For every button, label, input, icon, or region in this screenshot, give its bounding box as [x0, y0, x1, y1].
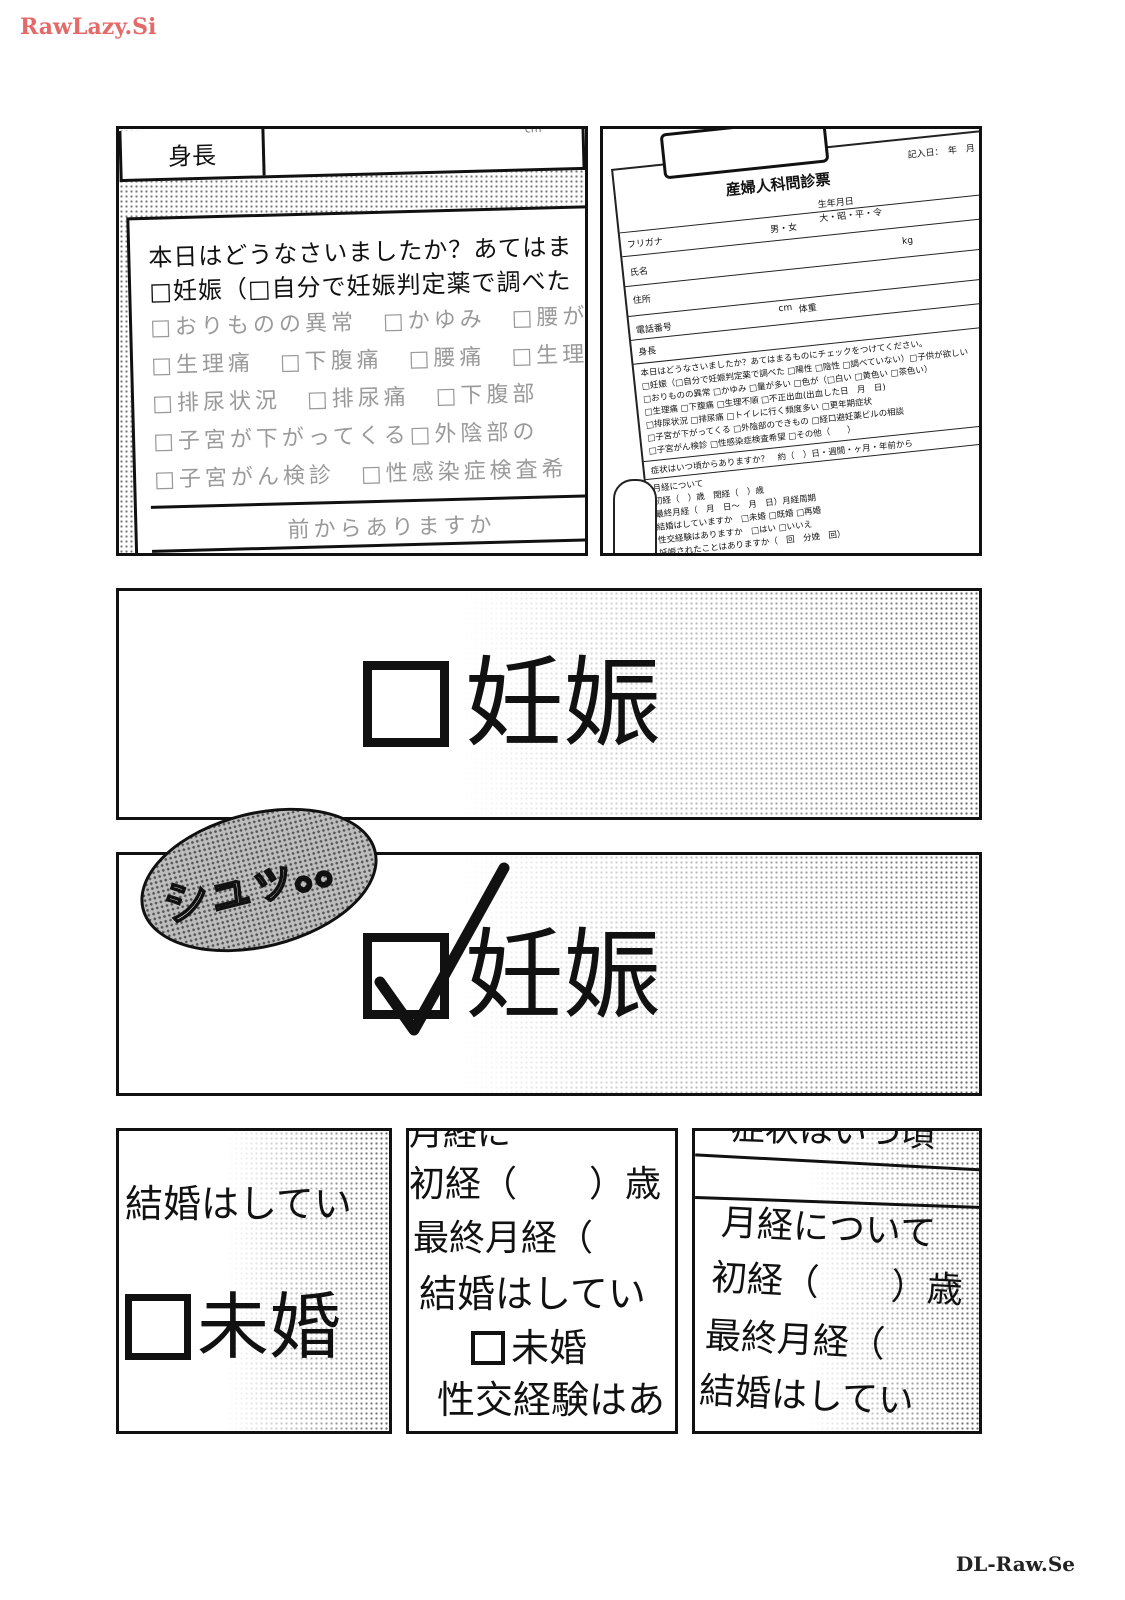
panel-symptom-onset: 症状はいつ頃 月経について 初経（ ）歳 最終月経（ 結婚はしてい [692, 1128, 982, 1434]
questionnaire-title: 産婦人科問診票 [724, 170, 832, 200]
pregnancy-text: 妊娠 [465, 919, 662, 1033]
first-period-line: 初経（ ）歳 [710, 1257, 964, 1312]
unmarried-text: 未婚 [197, 1285, 342, 1369]
row-label-name: 氏名 [629, 266, 649, 279]
unmarried-text: 未婚 [511, 1326, 588, 1370]
unmarried-option: 未婚 [471, 1329, 587, 1367]
pregnancy-option-unchecked: 妊娠 [363, 655, 661, 753]
empty-checkbox-icon [125, 1294, 191, 1360]
sfx-text: シュッ。。 [157, 832, 363, 934]
row-label-address: 住所 [632, 294, 652, 307]
last-period-line: 最終月経（ [704, 1315, 886, 1366]
symptom-form-box: 本日はどうなさいましたか？あてはま □妊娠（□自分で妊娠判定薬で調べた □おりも… [126, 204, 588, 553]
panel-clipboard: 記入日： 年 月 日 産婦人科問診票 フリガナ 男・女 生年月日 大・昭・平・令… [600, 126, 982, 556]
watermark-bottom-right: DL-Raw.Se [955, 1552, 1075, 1576]
marriage-question: 結婚はしてい [698, 1370, 915, 1423]
faint-bottom-line: 前からありますか [287, 512, 496, 544]
panel-form-closeup: 身長 cm 本日はどうなさいましたか？あてはま □妊娠（□自分で妊娠判定薬で調べ… [116, 126, 588, 556]
faint-line: □排尿状況 □排尿痛 □下腹部 [151, 381, 539, 417]
gender-label: 男・女 [769, 222, 798, 236]
height-row: 身長 cm [119, 126, 585, 183]
pregnancy-option-checked: 妊娠 [363, 862, 662, 1036]
faint-line: □生理痛 □下腹痛 □腰痛 □生理 [150, 342, 588, 379]
pregnancy-text: 妊娠 [465, 647, 662, 761]
checked-checkbox-icon [363, 862, 510, 1036]
menstruation-heading: 月経に [409, 1128, 511, 1154]
height-label: 身長 [121, 129, 266, 180]
height-unit: cm [524, 126, 542, 136]
menstruation-heading: 月経について [720, 1202, 937, 1255]
faint-line: □子宮がん検診 □性感染症検査希 [153, 456, 568, 493]
marriage-question: 結婚はしてい [419, 1272, 646, 1316]
form-divider [150, 493, 585, 509]
watermark-top-left: RawLazy.Si [20, 14, 157, 40]
row-label-height: 身長 [637, 346, 657, 359]
marriage-question: 結婚はしてい [125, 1182, 352, 1226]
unmarried-option: 未婚 [125, 1291, 341, 1363]
panel-unchecked-pregnancy: 妊娠 [116, 588, 982, 820]
questionnaire-sheet: 記入日： 年 月 日 産婦人科問診票 フリガナ 男・女 生年月日 大・昭・平・令… [611, 129, 979, 553]
panel-marriage-closeup: 結婚はしてい 未婚 [116, 1128, 392, 1434]
form-row-line [622, 214, 979, 258]
checkmark-icon [374, 862, 510, 1036]
sexual-experience-line: 性交経験はあ [437, 1378, 666, 1422]
empty-checkbox-icon [363, 661, 449, 747]
height-unit-small: cm [778, 302, 793, 315]
panel-menstruation-closeup: 月経に 初経（ ）歳 最終月経（ 結婚はしてい 未婚 性交経験はあ [406, 1128, 678, 1434]
row-label-phone: 電話番号 [635, 322, 673, 337]
weight-unit: kg [901, 235, 914, 247]
row-label-furigana: フリガナ [626, 236, 664, 251]
date-label: 記入日： 年 月 日 [907, 142, 979, 161]
faint-line: □子宮が下がってくる□外陰部の [152, 419, 539, 455]
weight-label: 体重 [798, 303, 818, 316]
form-divider [695, 1153, 979, 1172]
last-period-line: 最終月経（ [413, 1218, 594, 1259]
first-period-line: 初経（ ）歳 [409, 1164, 662, 1205]
hand-finger-icon [613, 479, 657, 553]
form-row-line [619, 190, 979, 234]
empty-checkbox-icon [471, 1331, 505, 1365]
symptom-onset-line: 症状はいつ頃 [730, 1128, 936, 1156]
